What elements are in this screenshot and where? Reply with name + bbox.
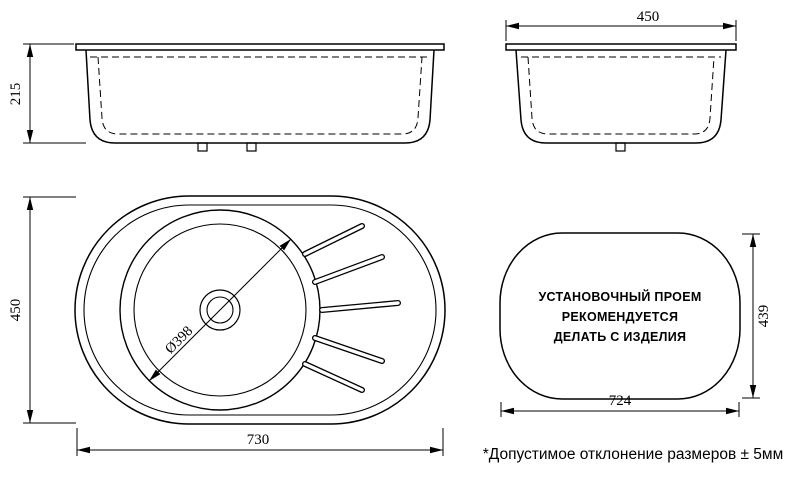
top-view-height-dimension: 450	[8, 196, 76, 424]
front-rim-profile	[75, 43, 445, 51]
dim-450w-label: 450	[637, 9, 660, 25]
bowl-inner-circle	[133, 223, 307, 397]
ridge-4-hollow	[313, 336, 384, 363]
end-section-view	[505, 43, 737, 152]
bowl-diameter-dimension: Ø398	[148, 238, 292, 382]
end-drain-fitting	[615, 142, 626, 152]
front-body-outline	[85, 49, 435, 144]
dim-439-label: 439	[756, 305, 772, 328]
dim-730-label: 730	[247, 432, 270, 448]
end-rim-profile	[505, 43, 737, 51]
dim-215-label: 215	[8, 83, 24, 106]
front-drain-fitting-left	[197, 142, 208, 152]
ridge-3-hollow	[320, 301, 400, 312]
drainboard-ridges	[302, 223, 401, 393]
ridge-5-hollow	[303, 362, 364, 392]
cutout-note: УСТАНОВОЧНЫЙ ПРОЕМ РЕКОМЕНДУЕТСЯ ДЕЛАТЬ …	[538, 289, 701, 344]
cutout-height-dimension: 439	[742, 233, 772, 399]
front-height-dimension: 215	[8, 43, 86, 144]
front-inner-bowl-hidden-line	[97, 56, 423, 135]
end-width-dimension: 450	[505, 9, 737, 41]
tolerance-footnote: *Допустимое отклонение размеров ± 5мм	[483, 446, 783, 463]
ridge-1-hollow	[303, 224, 364, 256]
dim-724-label: 724	[609, 393, 632, 409]
sink-outer-edge	[74, 195, 446, 425]
top-view	[74, 195, 446, 425]
cutout-outline	[499, 232, 741, 400]
front-section-view	[75, 43, 445, 152]
top-view-width-dimension: 730	[76, 428, 444, 456]
cutout-note-line1: УСТАНОВОЧНЫЙ ПРОЕМ	[538, 289, 701, 304]
ridge-2-hollow	[313, 255, 384, 284]
dim-398-line	[148, 238, 292, 382]
cutout-note-line3: ДЕЛАТЬ С ИЗДЕЛИЯ	[554, 330, 687, 344]
cutout-note-line2: РЕКОМЕНДУЕТСЯ	[562, 310, 679, 324]
sink-rim-inner-edge	[83, 204, 437, 416]
cutout-view	[499, 232, 741, 400]
cutout-width-dimension: 724	[500, 393, 740, 417]
dim-450h-label: 450	[8, 299, 24, 322]
end-body-outline	[515, 49, 727, 144]
end-inner-bowl-hidden-line	[527, 56, 715, 135]
dim-398-label: Ø398	[162, 323, 196, 357]
front-drain-fitting-right	[246, 142, 257, 152]
